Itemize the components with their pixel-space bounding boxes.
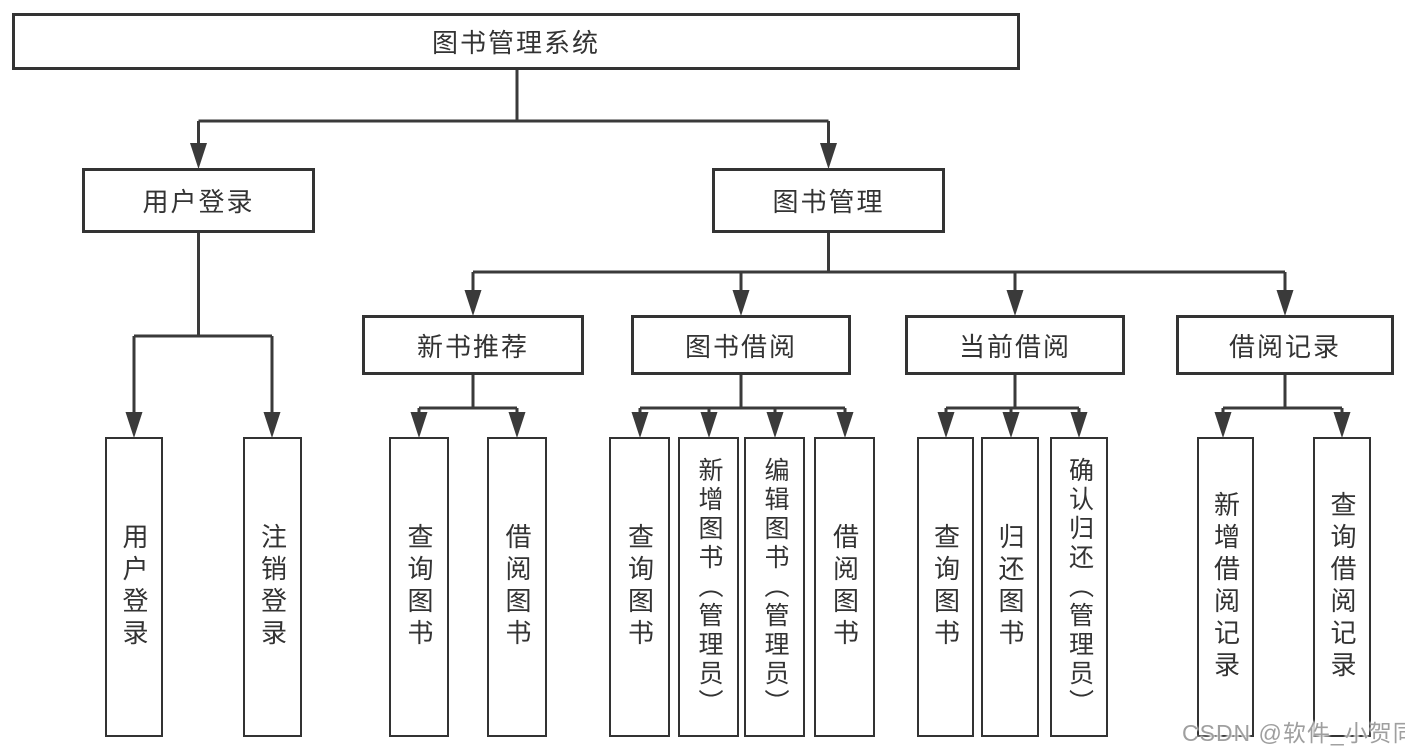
node-leaf-borrow-books: 借阅图书 [814,437,875,737]
node-label: 用户登录 [119,523,149,651]
node-label: 查询图书 [404,523,434,651]
node-leaf-user-login: 用户登录 [105,437,163,737]
arrowheads [125,143,1351,438]
node-label: 编辑图书（管理员） [761,456,789,718]
node-label: 图书管理 [772,187,885,217]
node-label: 当前借阅 [958,331,1071,362]
node-book-borrowing: 图书借阅 [631,315,851,375]
node-leaf-query-books-current: 查询图书 [917,437,974,737]
node-label: 借阅记录 [1228,331,1341,362]
node-label: 新增图书（管理员） [695,456,723,718]
node-leaf-logout-login: 注销登录 [243,437,302,737]
node-label: 注销登录 [257,523,288,651]
node-current-borrowing: 当前借阅 [905,315,1125,375]
node-leaf-add-books-admin: 新增图书（管理员） [678,437,739,737]
node-label: 确认归还（管理员） [1065,456,1094,718]
node-book-management: 图书管理 [712,168,945,233]
node-label: 新增借阅记录 [1210,491,1241,683]
node-label: 查询图书 [624,523,655,651]
node-label: 图书管理系统 [431,28,600,58]
node-root-system: 图书管理系统 [12,13,1020,70]
node-leaf-query-books-borrowing: 查询图书 [609,437,670,737]
node-leaf-edit-books-admin: 编辑图书（管理员） [744,437,805,737]
node-label: 查询借阅记录 [1327,491,1357,683]
node-label: 图书借阅 [684,331,797,362]
node-label: 借阅图书 [829,523,860,651]
node-leaf-query-books-recommend: 查询图书 [389,437,449,737]
node-label: 查询图书 [930,523,961,651]
node-leaf-query-borrow-record: 查询借阅记录 [1313,437,1371,737]
node-label: 新书推荐 [416,331,529,362]
node-label: 借阅图书 [502,523,532,651]
node-leaf-confirm-return-admin: 确认归还（管理员） [1050,437,1108,737]
node-leaf-add-borrow-record: 新增借阅记录 [1197,437,1254,737]
node-label: 归还图书 [995,523,1025,651]
node-label: 用户登录 [142,187,255,217]
node-leaf-borrow-books-recommend: 借阅图书 [487,437,547,737]
node-leaf-return-books: 归还图书 [981,437,1039,737]
node-user-login: 用户登录 [82,168,315,233]
node-borrowing-records: 借阅记录 [1176,315,1394,375]
watermark-text: CSDN @软件_小贺同学 [1182,720,1405,746]
node-new-book-recommend: 新书推荐 [362,315,584,375]
